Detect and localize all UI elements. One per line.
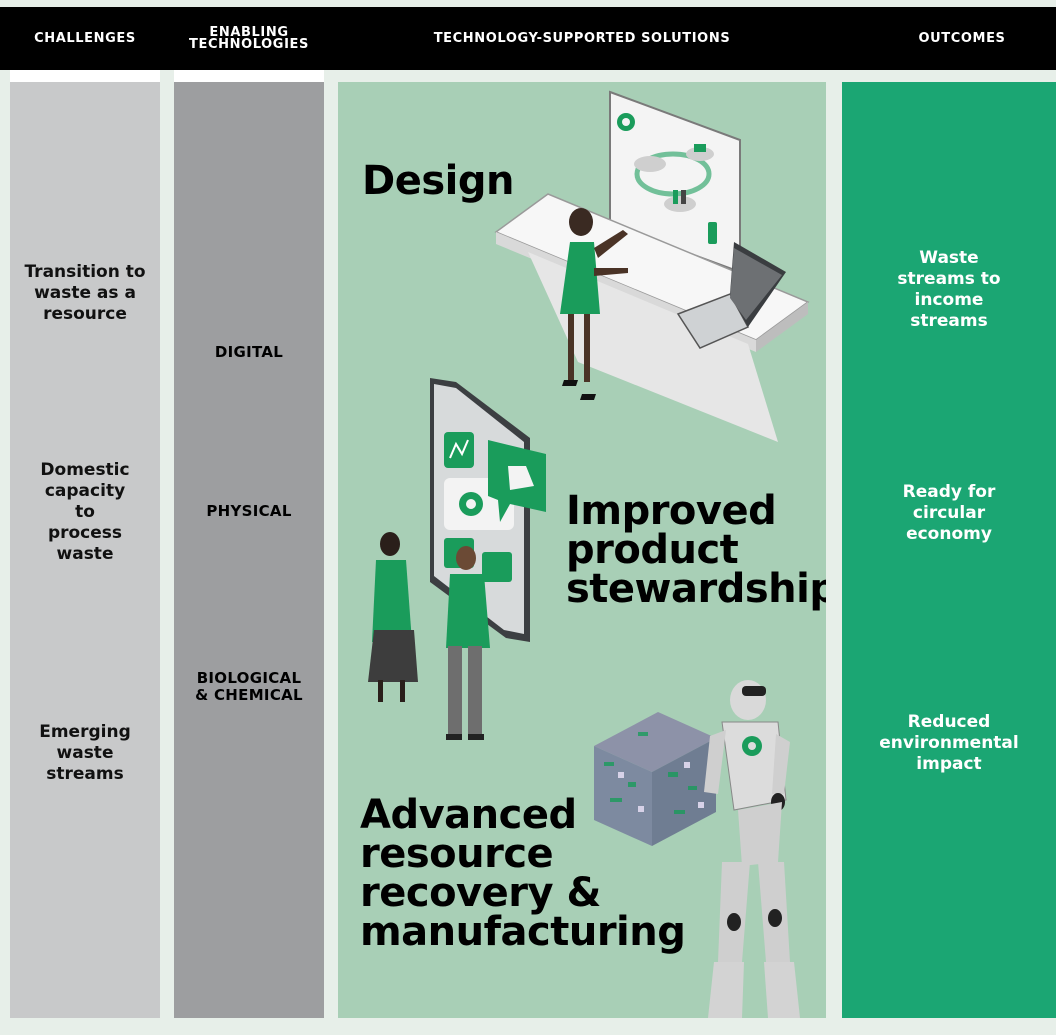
technologies-column: DIGITAL PHYSICAL BIOLOGICAL & CHEMICAL	[174, 82, 324, 1018]
technology-item: DIGITAL	[214, 343, 284, 361]
solutions-column: Design Improved product stewardship Adva…	[338, 82, 826, 1018]
outcome-item: Waste streams to income streams	[897, 248, 1001, 331]
solutions-illustration	[368, 90, 810, 1018]
recovery-illustration	[594, 680, 800, 1018]
header-outcomes: OUTCOMES	[918, 30, 1006, 46]
column-top-strip	[174, 70, 324, 82]
technology-item: BIOLOGICAL & CHEMICAL	[195, 669, 303, 704]
header-challenges: CHALLENGES	[34, 30, 136, 46]
challenges-column: Transition to waste as a resource Domest…	[10, 82, 160, 1018]
top-border	[0, 0, 1056, 7]
header-bar: CHALLENGES ENABLING TECHNOLOGIES TECHNOL…	[0, 7, 1056, 70]
header-enabling-technologies: ENABLING TECHNOLOGIES	[189, 24, 309, 52]
solution-design: Design	[362, 158, 514, 204]
column-top-strip	[10, 70, 160, 82]
stewardship-illustration	[368, 378, 546, 740]
challenge-item: Transition to waste as a resource	[24, 262, 146, 324]
challenge-item: Domestic capacity to process waste	[40, 460, 130, 564]
outcome-item: Ready for circular economy	[902, 482, 996, 544]
technology-item: PHYSICAL	[206, 502, 292, 520]
design-board-illustration	[494, 90, 810, 442]
outcomes-column: Waste streams to income streams Ready fo…	[842, 82, 1056, 1018]
solution-stewardship: Improved product stewardship	[566, 488, 826, 612]
challenge-item: Emerging waste streams	[39, 722, 131, 784]
outcome-item: Reduced environmental impact	[879, 712, 1019, 774]
solution-recovery: Advanced resource recovery & manufacturi…	[360, 792, 686, 955]
header-solutions: TECHNOLOGY-SUPPORTED SOLUTIONS	[433, 30, 731, 46]
